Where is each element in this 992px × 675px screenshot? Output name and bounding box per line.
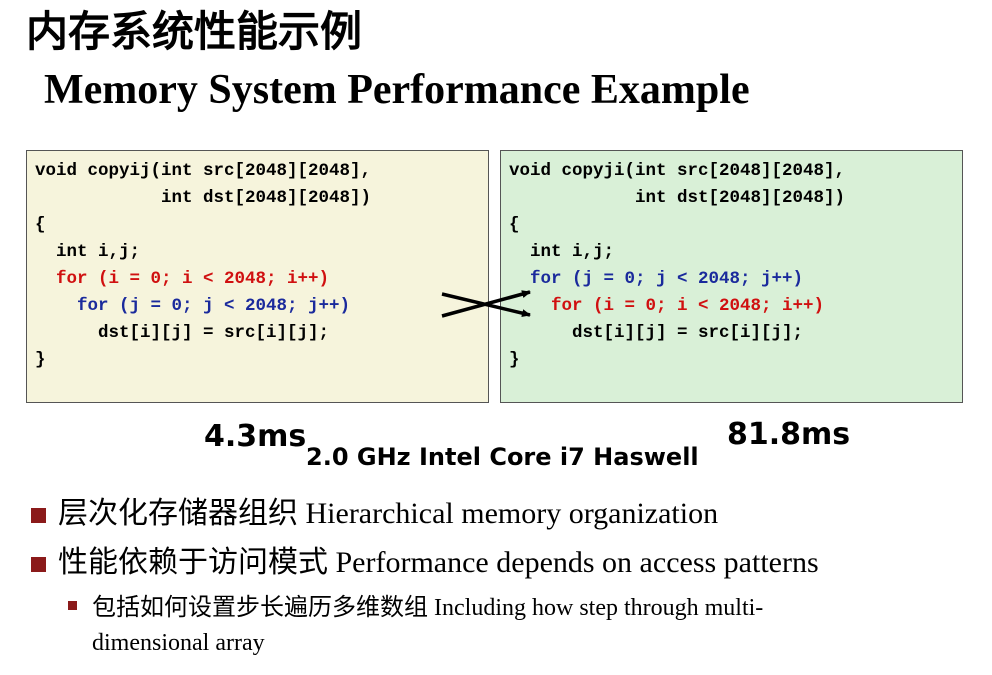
bullet-hierarchical-memory: 层次化存储器组织 Hierarchical memory organizatio… [58, 494, 718, 534]
code-line: } [509, 350, 520, 370]
code-line: void copyji(int src[2048][2048], [509, 161, 846, 181]
bullet-access-patterns: 性能依赖于访问模式 Performance depends on access … [58, 543, 819, 583]
sub-bullet-stride-line2: dimensional array [92, 630, 265, 656]
code-line: void copyij(int src[2048][2048], [35, 161, 372, 181]
code-line: { [35, 215, 46, 235]
code-line-outer-loop: for (i = 0; i < 2048; i++) [35, 269, 330, 289]
slide-title-english: Memory System Performance Example [44, 67, 750, 113]
bullet-text-cn: 性能依赖于访问模式 [58, 545, 328, 580]
sub-bullet-text-cn: 包括如何设置步长遍历多维数组 [92, 593, 428, 621]
code-box-copyij: void copyij(int src[2048][2048], int dst… [26, 150, 489, 403]
bullet-text-en: Hierarchical memory organization [298, 497, 719, 530]
bullet-square-icon [31, 508, 46, 523]
code-line: dst[i][j] = src[i][j]; [35, 323, 330, 343]
code-line-outer-loop: for (j = 0; j < 2048; j++) [509, 269, 804, 289]
bullet-text-cn: 层次化存储器组织 [58, 496, 298, 531]
code-box-copyji: void copyji(int src[2048][2048], int dst… [500, 150, 963, 403]
slide-title-chinese: 内存系统性能示例 [26, 7, 363, 56]
sub-bullet-stride-line1: 包括如何设置步长遍历多维数组 Including how step throug… [92, 590, 763, 625]
machine-label: 2.0 GHz Intel Core i7 Haswell [306, 443, 699, 471]
code-line-inner-loop: for (j = 0; j < 2048; j++) [35, 296, 351, 316]
code-line: { [509, 215, 520, 235]
code-line: int i,j; [35, 242, 141, 262]
loop-swap-arrows-icon [441, 290, 531, 318]
bullet-square-icon [31, 557, 46, 572]
code-line: int dst[2048][2048]) [509, 188, 846, 208]
code-line: } [35, 350, 46, 370]
timing-copyji: 81.8ms [727, 417, 851, 452]
code-line: dst[i][j] = src[i][j]; [509, 323, 804, 343]
code-line-inner-loop: for (i = 0; i < 2048; i++) [509, 296, 825, 316]
bullet-text-en: Performance depends on access patterns [328, 546, 819, 579]
sub-bullet-square-icon [68, 601, 77, 610]
sub-bullet-text-en: Including how step through multi- [428, 595, 764, 621]
timing-copyij: 4.3ms [204, 419, 307, 454]
code-line: int i,j; [509, 242, 615, 262]
code-line: int dst[2048][2048]) [35, 188, 372, 208]
